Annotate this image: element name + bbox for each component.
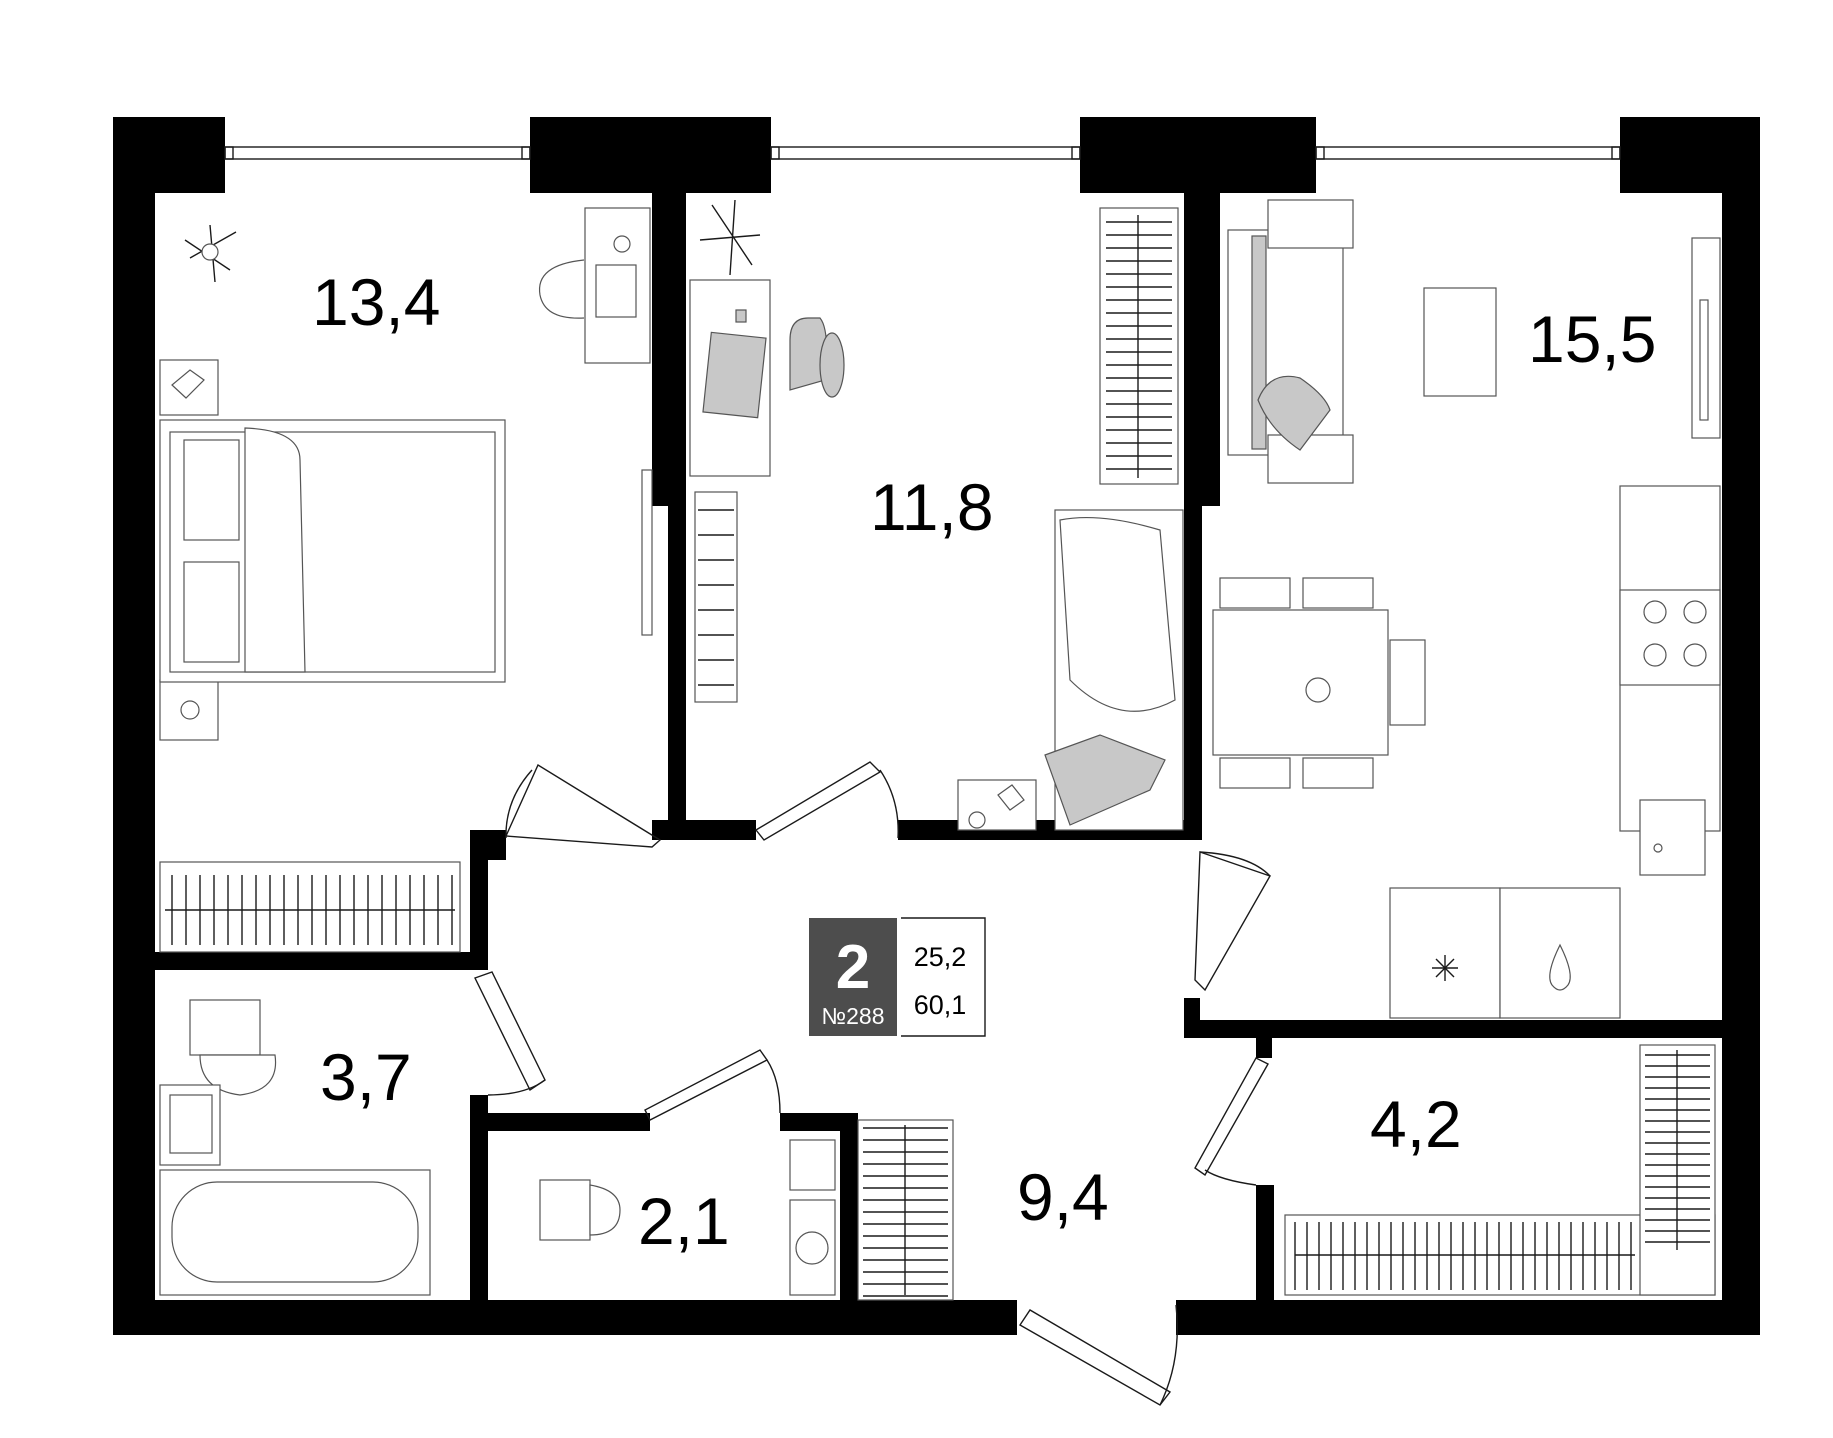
apartment-badge: 2 №288 25,2 60,1	[809, 917, 986, 1037]
bedroom-furniture	[159, 207, 653, 953]
child-desk-books	[698, 509, 734, 686]
kitchen-living-furniture	[1212, 199, 1721, 1019]
hall-furniture	[857, 1119, 954, 1301]
bedroom-wardrobe-hangers	[165, 875, 455, 945]
badge-area-frame	[901, 917, 986, 1037]
total-area-value: 60,1	[914, 990, 967, 1020]
hall-area-label: 9,4	[1017, 1160, 1109, 1234]
toilet-area-label: 2,1	[638, 1184, 730, 1258]
kitchen-living-area-label: 15,5	[1528, 302, 1656, 376]
interior-walls	[155, 193, 1722, 1305]
windows	[224, 146, 1621, 160]
wardrobe-furniture	[1284, 1044, 1716, 1296]
room-area-labels: 13,4 11,8 15,5 9,4 3,7 2,1 4,2	[312, 265, 1656, 1258]
room-count: 2	[836, 933, 870, 1002]
bathroom-furniture	[159, 999, 836, 1296]
badge-background	[809, 918, 897, 1036]
bathroom-area-label: 3,7	[320, 1040, 412, 1114]
outer-walls	[113, 117, 1760, 1335]
bedroom-area-label: 13,4	[312, 265, 440, 339]
child-room-furniture	[689, 199, 1184, 831]
living-area-value: 25,2	[914, 942, 967, 972]
apartment-number: №288	[821, 1003, 884, 1029]
wardrobe-area-label: 4,2	[1370, 1087, 1462, 1161]
child-room-area-label: 11,8	[870, 470, 994, 544]
doors	[474, 761, 1272, 1406]
